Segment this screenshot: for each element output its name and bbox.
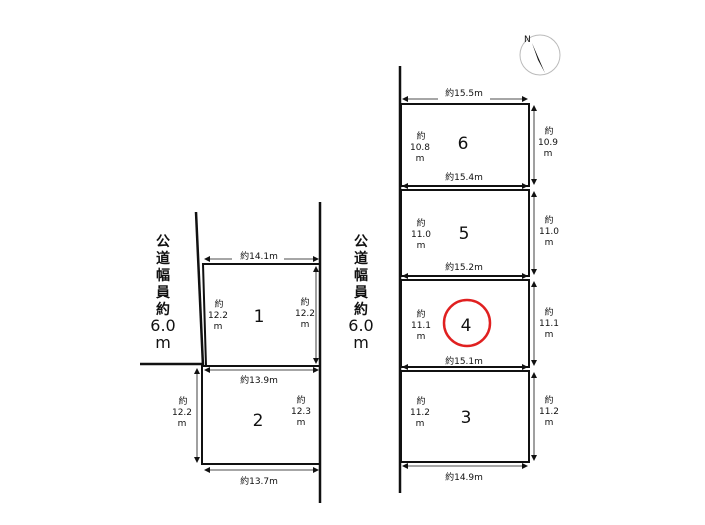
dim-label-lot5-left-unit: m	[417, 241, 426, 251]
lot-number-2: 2	[253, 411, 264, 431]
label-bg	[438, 89, 490, 101]
vertical-dimension-labels: 約 12.2 m 約 12.2 m 約 12.2 m 約 12.3 m 約 10…	[172, 125, 560, 432]
dim-label-lot2-right-value: 12.3	[291, 407, 311, 417]
lot-boundaries	[201, 103, 530, 465]
road-label-left: 公 道 幅 員 約 6.0 m	[150, 234, 175, 352]
horizontal-dimension-labels: 約14.1m 約13.9m 約13.7m 約15.5m 約15.4m 約15.2…	[232, 87, 490, 487]
dim-label-lot3-bottom: 約14.9m	[445, 471, 483, 483]
label-bg	[538, 307, 560, 343]
dim-label-lot2-right-prefix: 約	[296, 394, 305, 406]
lot-number-1: 1	[254, 307, 265, 327]
dim-label-lot5-left-prefix: 約	[416, 217, 425, 229]
dim-label-lot5-right-unit: m	[545, 238, 554, 248]
dim-label-lot4-right-value: 11.1	[539, 319, 559, 329]
dim-label-lot6-left-value: 10.8	[410, 143, 430, 153]
dim-label-lot2-right-unit: m	[297, 418, 306, 428]
dim-label-lot4-left-unit: m	[417, 332, 426, 342]
label-bg	[538, 214, 560, 250]
dim-label-lot6-left-prefix: 約	[416, 130, 425, 142]
road-right-char-2: 道	[354, 250, 368, 267]
dim-label-lot3-right-unit: m	[545, 418, 554, 428]
compass-north-arrow-icon	[532, 43, 545, 73]
dimension-lines	[194, 96, 537, 473]
lot-3-boundary	[400, 370, 530, 463]
dim-label-lot3-top: 約15.1m	[445, 355, 483, 367]
lot-2-boundary	[201, 365, 321, 465]
compass: N	[519, 34, 561, 76]
dim-label-lot5-right-prefix: 約	[544, 214, 553, 226]
road-left-unit: m	[155, 333, 171, 352]
lot-4-highlight-circle	[442, 298, 492, 348]
dim-label-lot1-top: 約14.1m	[240, 250, 278, 262]
lot-number-4: 4	[461, 316, 472, 336]
dim-label-lot5-top: 約15.4m	[445, 171, 483, 183]
label-bg	[172, 396, 194, 432]
road-right-char-5: 約	[354, 301, 368, 318]
dim-label-lot4-right-prefix: 約	[544, 306, 553, 318]
dim-label-lot3-right-value: 11.2	[539, 407, 559, 417]
road-right-char-3: 幅	[354, 267, 368, 284]
road-left-char-5: 約	[156, 301, 170, 318]
dim-label-lot3-left-value: 11.2	[410, 408, 430, 418]
label-bg	[232, 250, 284, 262]
dim-label-lot4-left-value: 11.1	[411, 321, 431, 331]
dim-label-lot6-left-unit: m	[416, 154, 425, 164]
road-edge-left-upper	[194, 211, 205, 367]
road-right-char-1: 公	[354, 234, 368, 250]
dim-label-lot2-left-prefix: 約	[178, 395, 187, 407]
dim-label-lot6-right-unit: m	[544, 149, 553, 159]
dim-label-lot3-left-unit: m	[416, 419, 425, 429]
dim-label-lot4-top: 約15.2m	[445, 261, 483, 273]
lot-number-5: 5	[459, 224, 470, 244]
dim-label-lot1-left-value: 12.2	[208, 311, 228, 321]
label-bg	[538, 126, 560, 162]
road-left-width: 6.0	[150, 316, 175, 335]
dim-label-lot2-left-value: 12.2	[172, 408, 192, 418]
lot-numbers: 1 2 6 5 4 3	[253, 134, 472, 431]
dim-label-lot2-top: 約13.9m	[240, 374, 278, 386]
road-right-char-4: 員	[353, 285, 368, 301]
lot-number-6: 6	[458, 134, 469, 154]
label-bg	[538, 395, 560, 431]
dim-label-lot3-left-prefix: 約	[416, 395, 425, 407]
dim-label-lot5-left-value: 11.0	[411, 230, 431, 240]
dim-label-lot6-right-value: 10.9	[538, 138, 558, 148]
road-left-char-4: 員	[155, 285, 170, 301]
road-left-char-1: 公	[156, 234, 170, 250]
label-bg	[293, 298, 313, 334]
dim-label-lot3-right-prefix: 約	[544, 394, 553, 406]
road-right-unit: m	[353, 333, 369, 352]
dim-label-lot4-left-prefix: 約	[416, 308, 425, 320]
dim-label-lot1-right-unit: m	[301, 320, 310, 330]
dim-label-lot2-bottom: 約13.7m	[240, 475, 278, 487]
compass-north-label: N	[524, 35, 531, 45]
dim-label-lot1-left-prefix: 約	[214, 298, 223, 310]
dim-label-lot4-right-unit: m	[545, 330, 554, 340]
compass-ring	[519, 34, 561, 76]
road-label-right: 公 道 幅 員 約 6.0 m	[348, 234, 373, 352]
dim-label-lot1-left-unit: m	[214, 322, 223, 332]
lot-number-3: 3	[461, 408, 472, 428]
dim-label-lot2-left-unit: m	[178, 419, 187, 429]
dim-label-lot6-right-prefix: 約	[544, 125, 553, 137]
road-left-char-3: 幅	[156, 267, 170, 284]
dim-label-lot1-right-value: 12.2	[295, 309, 315, 319]
road-right-width: 6.0	[348, 316, 373, 335]
dim-label-lot6-top: 約15.5m	[445, 87, 483, 99]
dim-label-lot1-right-prefix: 約	[300, 296, 309, 308]
dim-label-lot5-right-value: 11.0	[539, 227, 559, 237]
road-left-char-2: 道	[156, 250, 170, 267]
